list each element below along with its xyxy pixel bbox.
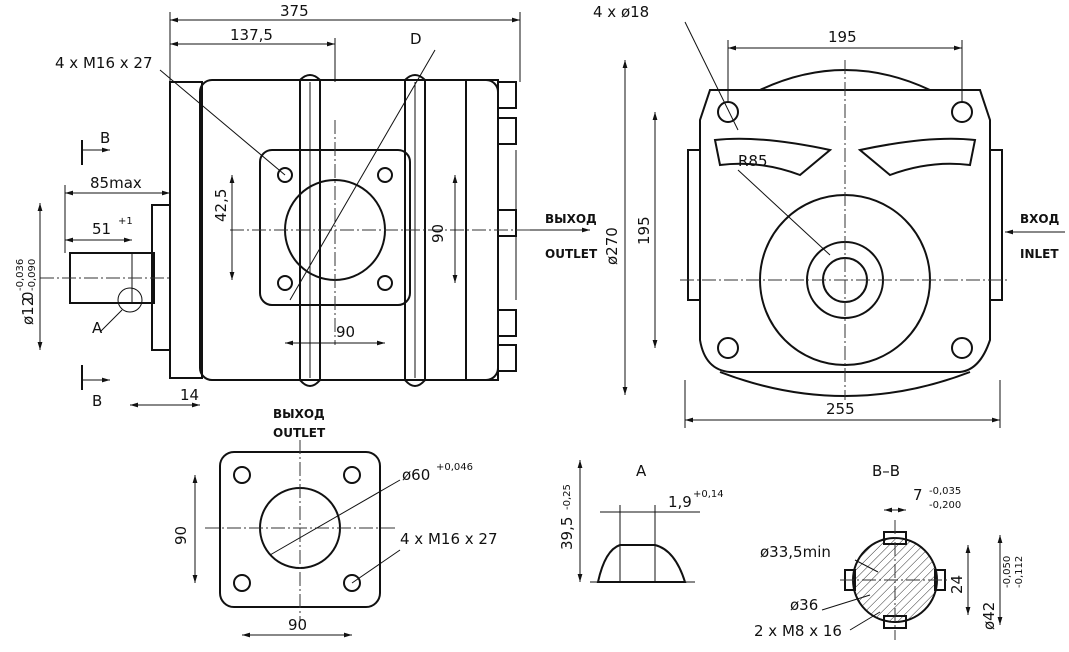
section-bb-key-tol-lower: -0,200 [929, 500, 961, 511]
side-dim-bolt-spacing-top: 195 [828, 28, 857, 46]
side-view [622, 21, 1065, 428]
side-housing-outline [699, 89, 991, 373]
rear-bolts [497, 81, 517, 372]
dim-flange-thickness: 14 [180, 386, 199, 404]
section-bb-dim-span: 24 [948, 575, 966, 594]
dim-overall-length: 375 [280, 2, 309, 20]
detail-a-profile [596, 544, 687, 583]
dim-shaft-tol-upper: -0,036 [15, 259, 26, 291]
section-mark-bottom: B [92, 392, 102, 410]
inlet-label-ru: ВХОД [1020, 212, 1059, 226]
inlet-label-en: INLET [1020, 247, 1059, 261]
section-bb-key-width: 7 [913, 486, 923, 504]
dim-flange-offset: 137,5 [230, 26, 273, 44]
front-view [37, 12, 590, 408]
side-dim-bolt-spacing: 195 [635, 216, 653, 245]
section-bb-pitch-diameter: ø36 [790, 596, 818, 614]
section-bb-outer-tol-lower: -0,112 [1014, 556, 1025, 588]
section-bb-outer-tol-upper: -0,050 [1002, 556, 1013, 588]
detail-a-dim-width-tol: +0,14 [693, 489, 724, 500]
outlet-title-ru: ВЫХОД [273, 407, 325, 421]
outlet-dim-height: 90 [172, 526, 190, 545]
dim-bolt-pitch-v: 90 [429, 224, 447, 243]
outlet-label-en: OUTLET [545, 247, 598, 261]
section-bb-view [821, 507, 1003, 640]
front-flange-plate [169, 81, 203, 379]
side-dim-height: ø270 [603, 227, 621, 265]
dim-shaft-tol-lower: -0,090 [27, 259, 38, 291]
detail-a-title: A [636, 462, 647, 480]
section-bb-minor-diameter: ø33,5min [760, 543, 831, 561]
dim-shaft-max: 85max [90, 174, 142, 192]
dim-shaft-key-tol: +1 [118, 216, 133, 227]
outlet-dim-width: 90 [288, 616, 307, 634]
dim-vertical-offset: 42,5 [212, 189, 230, 222]
section-bb-key-tol-upper: -0,035 [929, 486, 961, 497]
outlet-flange-view [192, 440, 401, 638]
side-dim-width: 255 [826, 400, 855, 418]
front-thread-note: 4 x M16 x 27 [55, 54, 153, 72]
detail-a-dim-depth-tol: -0,25 [562, 484, 573, 510]
section-bb-thread-note: 2 x M8 x 16 [754, 622, 842, 640]
section-bb-title: B–B [872, 462, 900, 480]
outlet-title-en: OUTLET [273, 426, 326, 440]
outlet-label-ru: ВЫХОД [545, 212, 597, 226]
detail-a-dim-width: 1,9 [668, 493, 692, 511]
side-hole-note: 4 x ø18 [593, 3, 649, 21]
dim-bolt-pitch-h: 90 [336, 323, 355, 341]
outlet-bore-note: ø60 [402, 466, 430, 484]
section-bb-outer-diameter: ø42 [980, 602, 998, 630]
dim-shaft-diameter: ø12 [19, 297, 37, 325]
outlet-thread-note: 4 x M16 x 27 [400, 530, 498, 548]
dim-shaft-key: 51 [92, 220, 111, 238]
side-radius-note: R85 [738, 152, 768, 170]
section-mark-top: B [100, 129, 110, 147]
dim-shaft-diameter-suffix: 0 [19, 291, 37, 301]
detail-a-dim-depth: 39,5 [558, 517, 576, 550]
label-d: D [410, 30, 422, 48]
outlet-bore-tol: +0,046 [436, 462, 473, 473]
detail-a-view [577, 460, 700, 583]
detail-mark-a: A [92, 319, 103, 337]
